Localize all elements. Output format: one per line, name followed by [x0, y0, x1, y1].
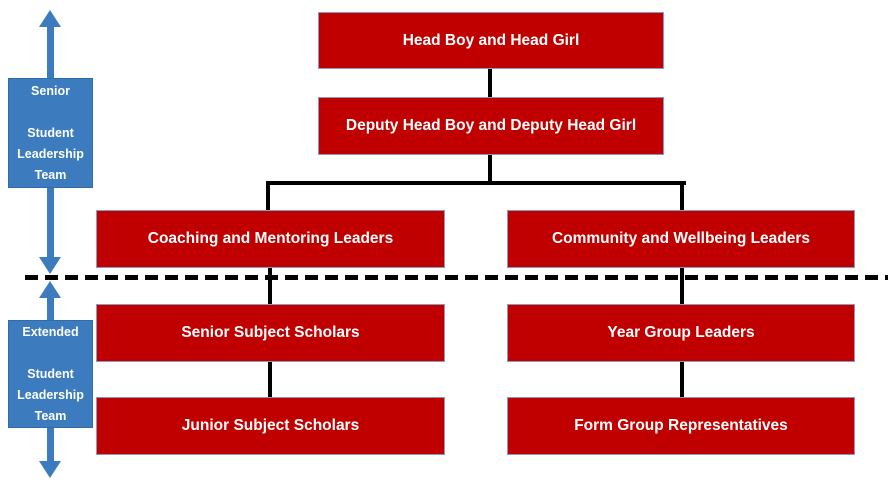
connector-coaching-to-senior-scholars — [268, 268, 272, 304]
extended-student-leadership-team-label: Extended Student Leadership Team — [8, 320, 93, 428]
team-divider-dashed-line — [25, 275, 888, 280]
node-year-group-leaders: Year Group Leaders — [507, 304, 855, 362]
connector-senior-to-junior-scholars — [268, 362, 272, 397]
connector-branch-to-community — [680, 181, 684, 210]
node-deputy-head-boy-and-girl: Deputy Head Boy and Deputy Head Girl — [318, 97, 664, 155]
node-senior-subject-scholars: Senior Subject Scholars — [96, 304, 445, 362]
senior-arrow-down-icon — [39, 257, 61, 274]
senior-arrow-up-icon — [39, 10, 61, 27]
connector-deputy-to-branch — [488, 155, 492, 183]
connector-branch-to-coaching — [266, 181, 270, 210]
node-form-group-representatives: Form Group Representatives — [507, 397, 855, 455]
node-head-boy-and-head-girl: Head Boy and Head Girl — [318, 12, 664, 69]
connector-head-to-deputy — [488, 69, 492, 97]
connector-branch-horizontal — [266, 181, 686, 185]
node-junior-subject-scholars: Junior Subject Scholars — [96, 397, 445, 455]
connector-year-group-to-form-group — [680, 362, 684, 397]
extended-arrow-up-icon — [39, 281, 61, 298]
extended-arrow-down-icon — [39, 461, 61, 478]
node-community-wellbeing-leaders: Community and Wellbeing Leaders — [507, 210, 855, 268]
connector-community-to-year-group — [680, 268, 684, 304]
senior-student-leadership-team-label: Senior Student Leadership Team — [8, 78, 93, 188]
node-coaching-mentoring-leaders: Coaching and Mentoring Leaders — [96, 210, 445, 268]
